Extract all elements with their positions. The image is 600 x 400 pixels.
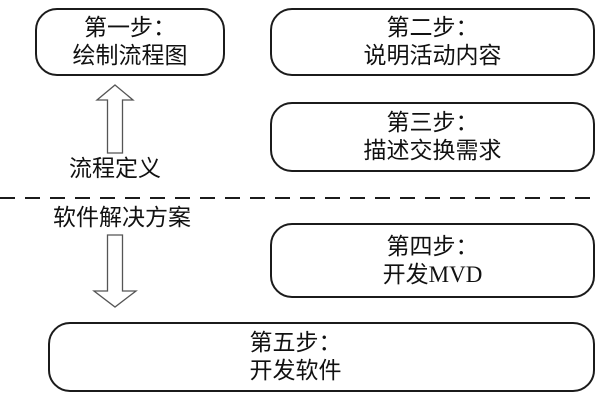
node-step4: 第四步： 开发MVD bbox=[270, 223, 595, 298]
node-step1-title: 第一步： bbox=[84, 15, 176, 40]
node-step2-desc: 说明活动内容 bbox=[363, 43, 502, 68]
up-arrow-icon bbox=[95, 84, 135, 154]
node-step4-title: 第四步： bbox=[386, 233, 479, 259]
node-step1: 第一步： 绘制流程图 bbox=[35, 8, 225, 76]
label-software-solution: 软件解决方案 bbox=[53, 205, 191, 230]
node-step5-desc: 开发软件 bbox=[249, 358, 342, 383]
node-step1-desc: 绘制流程图 bbox=[72, 43, 188, 68]
node-step2: 第二步： 说明活动内容 bbox=[270, 8, 595, 76]
node-step4-desc: 开发MVD bbox=[382, 261, 483, 287]
node-step3-desc: 描述交换需求 bbox=[363, 138, 502, 163]
node-step2-title: 第二步： bbox=[386, 15, 479, 40]
node-step3: 第三步： 描述交换需求 bbox=[270, 102, 595, 172]
label-process-definition: 流程定义 bbox=[69, 156, 161, 181]
node-step3-title: 第三步： bbox=[386, 110, 479, 135]
node-step5: 第五步： 开发软件 bbox=[48, 322, 595, 392]
node-step5-title: 第五步： bbox=[249, 330, 342, 355]
down-arrow-icon bbox=[92, 234, 138, 308]
dashed-divider bbox=[0, 197, 600, 199]
